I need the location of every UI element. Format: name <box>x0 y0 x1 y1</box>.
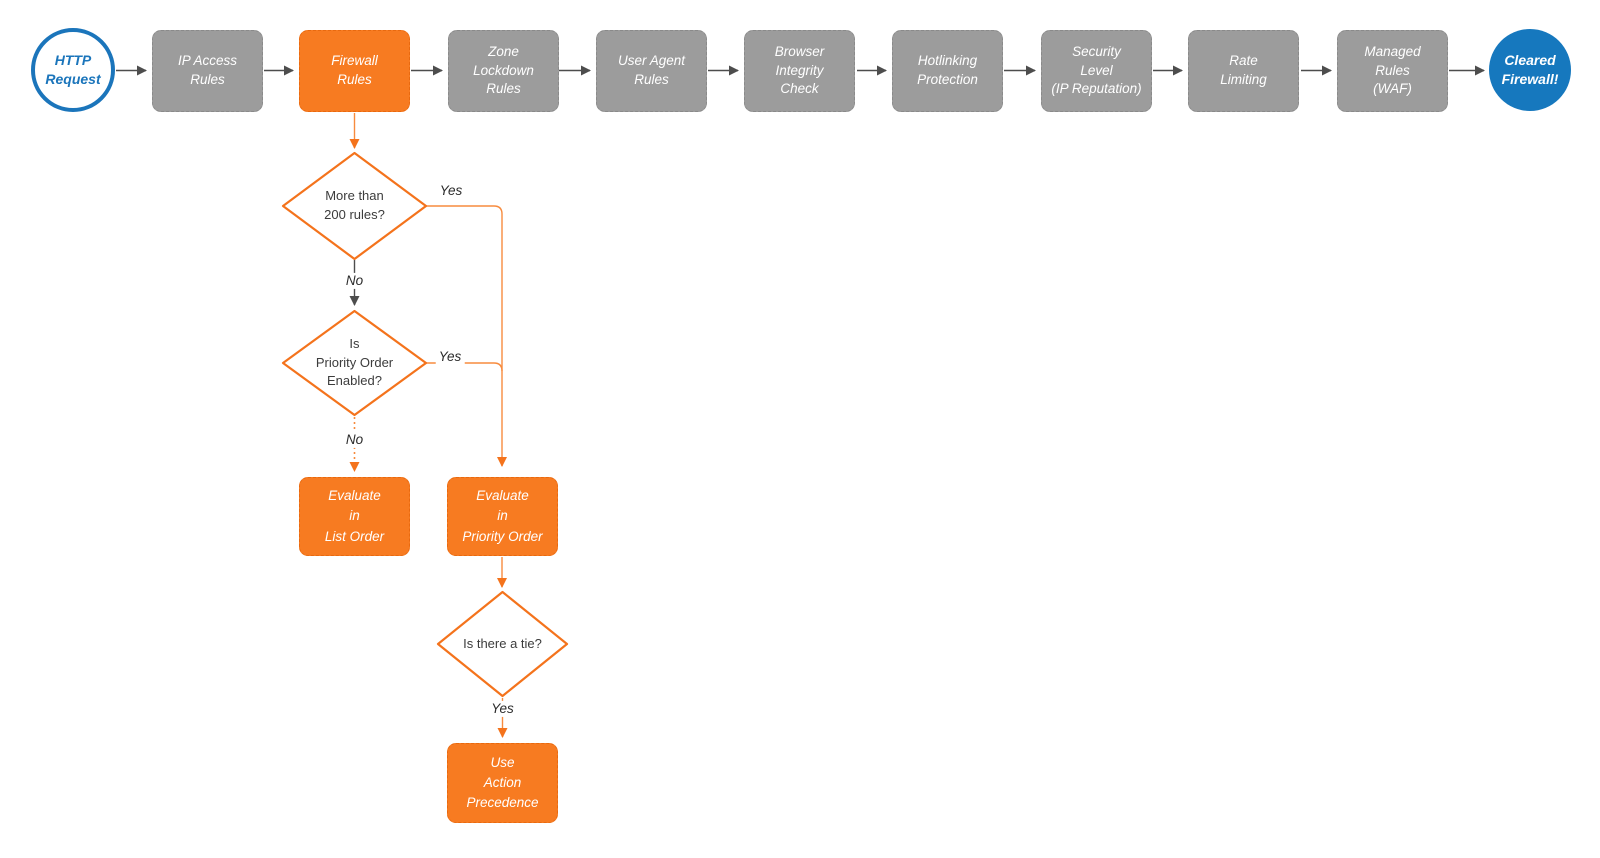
diamond-priority-order-enabled <box>281 309 428 417</box>
cleared-firewall-label: Cleared Firewall! <box>1501 52 1559 87</box>
diamond-is-there-a-tie <box>436 590 569 698</box>
node-zone-lockdown-rules: Zone Lockdown Rules <box>448 30 559 112</box>
node-managed-rules-waf: Managed Rules (WAF) <box>1337 30 1448 112</box>
http-request-label: HTTP Request <box>45 52 101 87</box>
node-label: User Agent Rules <box>617 53 686 87</box>
node-label: Hotlinking Protection <box>917 53 978 87</box>
diamond-more-than-200-rules <box>281 151 428 261</box>
cleared-firewall-node: Cleared Firewall! <box>1489 29 1571 111</box>
node-evaluate-in-list-order: Evaluate in List Order <box>299 477 410 556</box>
decision-diamonds <box>281 151 569 698</box>
edge-label-d2-yes: Yes <box>435 348 465 366</box>
edge-label-d1-yes: Yes <box>436 182 466 200</box>
node-firewall-rules: Firewall Rules <box>299 30 410 112</box>
node-hotlinking-protection: Hotlinking Protection <box>892 30 1003 112</box>
decision-tree-connectors <box>349 113 508 738</box>
edge-label-d3-yes: Yes <box>488 700 517 718</box>
node-label: Firewall Rules <box>331 53 378 87</box>
node-label: Zone Lockdown Rules <box>473 43 534 97</box>
http-request-node: HTTP Request <box>31 28 115 112</box>
node-ip-access-rules: IP Access Rules <box>152 30 263 112</box>
node-label: Managed Rules (WAF) <box>1364 43 1421 97</box>
d2-question: Is Priority Order Enabled? <box>315 335 394 389</box>
node-label: Rate Limiting <box>1220 53 1267 87</box>
node-rate-limiting: Rate Limiting <box>1188 30 1299 112</box>
node-label: IP Access Rules <box>177 53 238 87</box>
edge-label-d2-no: No <box>342 431 367 449</box>
edge-label-d1-no: No <box>342 272 367 290</box>
node-security-level: Security Level (IP Reputation) <box>1041 30 1152 112</box>
node-label: Use Action Precedence <box>466 754 539 811</box>
node-label: Security Level (IP Reputation) <box>1051 43 1142 97</box>
node-label: Evaluate in List Order <box>324 488 385 544</box>
node-user-agent-rules: User Agent Rules <box>596 30 707 112</box>
node-label: Evaluate in Priority Order <box>462 488 543 544</box>
edge-d2-yes-join <box>426 362 503 372</box>
d3-question: Is there a tie? <box>463 635 542 651</box>
node-browser-integrity-check: Browser Integrity Check <box>744 30 855 112</box>
node-evaluate-in-priority-order: Evaluate in Priority Order <box>447 477 558 556</box>
node-label: Browser Integrity Check <box>774 43 825 97</box>
d1-question: More than 200 rules? <box>324 188 385 222</box>
edge-d1-yes-to-priority-order <box>426 205 507 467</box>
node-use-action-precedence: Use Action Precedence <box>447 743 558 823</box>
